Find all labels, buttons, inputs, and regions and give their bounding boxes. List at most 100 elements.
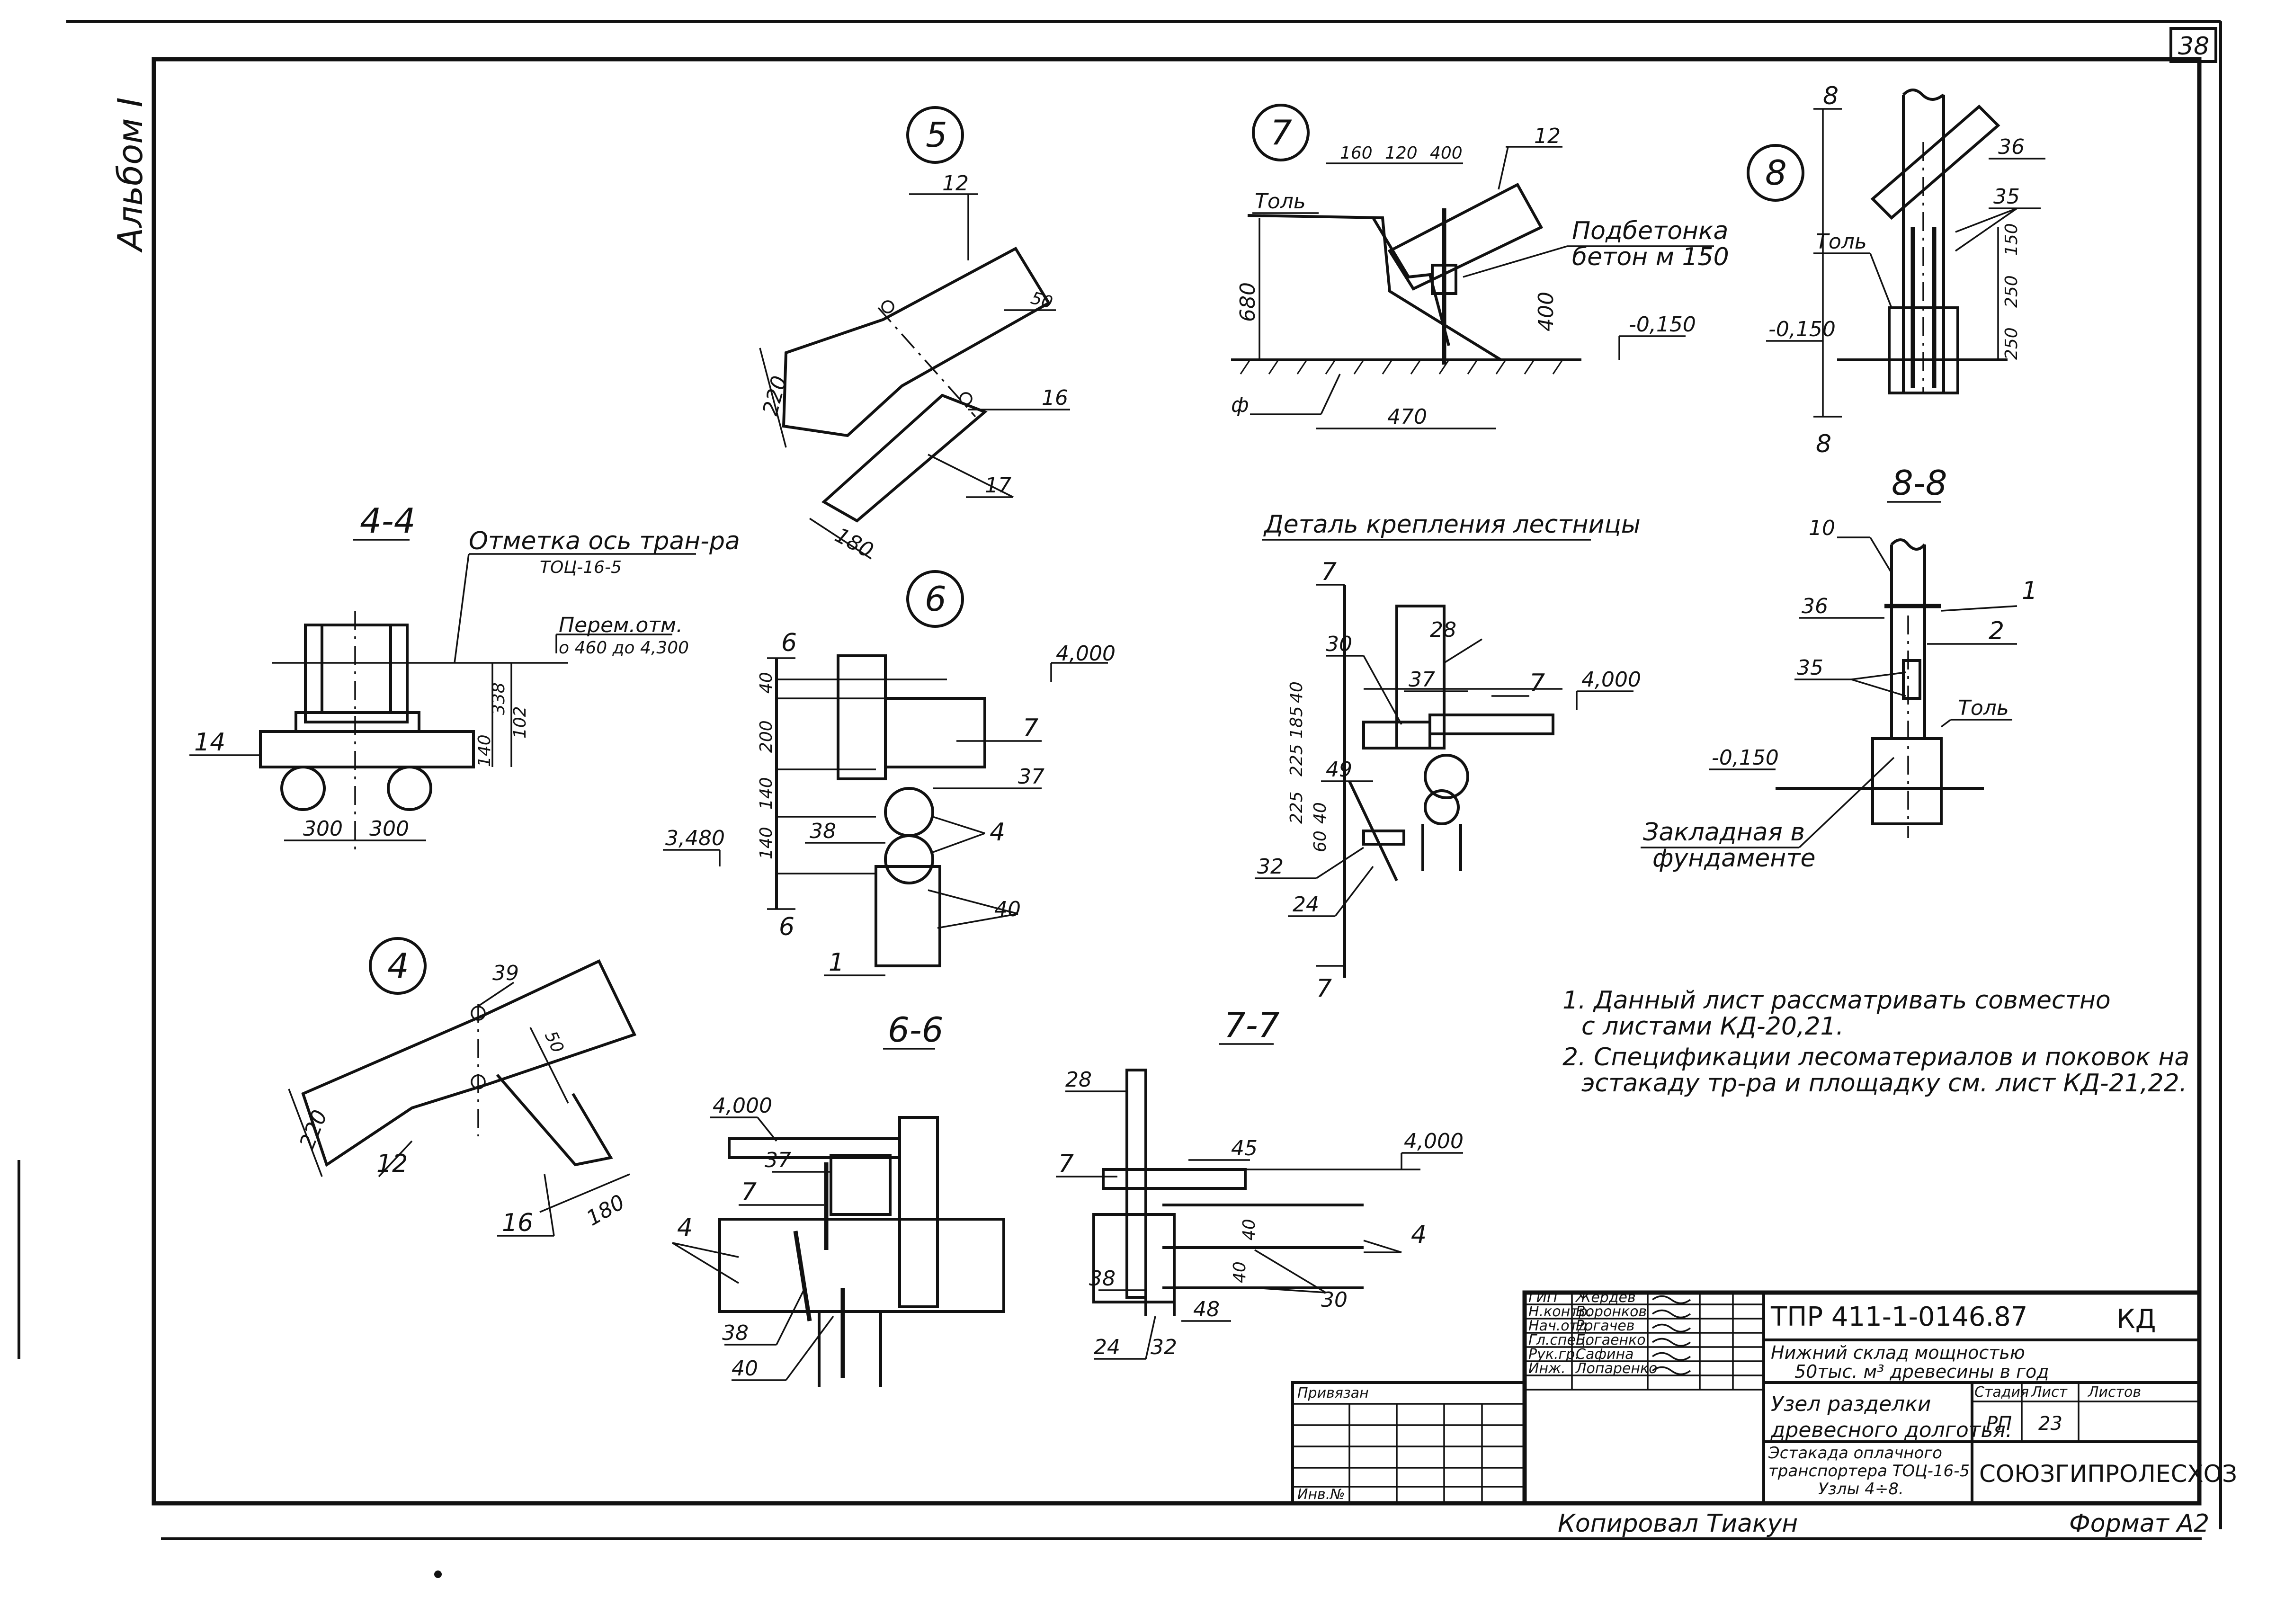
titleblock-sheet-line2: древесного долготья. xyxy=(1770,1418,2012,1442)
node-5-detail: 5 12 16 17 220 50 180 xyxy=(758,106,1070,563)
node-4-label-12: 12 xyxy=(376,1150,408,1178)
section-7-7-dim-40a: 40 xyxy=(1240,1219,1259,1240)
node-7-dim-400a: 400 xyxy=(1430,143,1463,163)
stair-label-24: 24 xyxy=(1293,892,1319,917)
node-6-cut-top: 6 xyxy=(781,629,797,657)
node-7-label-12: 12 xyxy=(1534,124,1561,148)
section-8-8-title: 8-8 xyxy=(1892,463,1947,503)
node-5-dim-50: 50 xyxy=(1029,288,1055,312)
node-5-dim-220: 220 xyxy=(758,374,792,418)
node-7-detail: 7 160 120 400 12 Толь Подбетонка бетон м… xyxy=(1231,104,1729,429)
node-8-label-tol: Толь xyxy=(1816,230,1867,254)
titleblock-role-5: Рук.гр. xyxy=(1528,1346,1580,1363)
titleblock-signatures xyxy=(1651,1295,1691,1375)
stair-dim-225a: 225 xyxy=(1287,744,1306,776)
titleblock-role-4: Гл.спец. xyxy=(1528,1332,1590,1348)
general-notes: 1. Данный лист рассматривать совместно с… xyxy=(1562,986,2189,1098)
stair-label-37: 37 xyxy=(1409,668,1435,692)
node-4-label-16: 16 xyxy=(502,1209,533,1237)
node-5-label-17: 17 xyxy=(985,473,1011,498)
node-8-dim-250b: 250 xyxy=(2002,327,2021,360)
titleblock-inv: Инв.№ xyxy=(1297,1486,1345,1503)
section-8-8-label-1: 1 xyxy=(2022,577,2037,605)
titleblock-role-2: Н.контр. xyxy=(1528,1303,1592,1320)
node-7-dim-680: 680 xyxy=(1236,282,1260,322)
page-number-box: 38 xyxy=(2169,27,2217,63)
titleblock-role-6: Инж. xyxy=(1528,1360,1566,1377)
section-8-8-label-zakladnaya: Закладная в xyxy=(1643,818,1805,847)
node-7-label-podbetonka: Подбетонка xyxy=(1572,217,1728,245)
section-8-8-label-10: 10 xyxy=(1809,516,1835,540)
album-label: Альбом I xyxy=(110,97,150,253)
node-7-label-beton: бетон м 150 xyxy=(1572,243,1729,271)
titleblock-object-line1: Нижний склад мощностью xyxy=(1771,1342,2025,1363)
titleblock-sheet-no: 23 xyxy=(2038,1413,2062,1435)
stair-dim-40a: 40 xyxy=(1287,681,1306,703)
page-number: 38 xyxy=(2178,32,2209,61)
node-6-dim-140a: 140 xyxy=(757,777,776,810)
section-6-6-label-40: 40 xyxy=(732,1356,758,1381)
section-7-7-label-45: 45 xyxy=(1231,1136,1258,1160)
section-7-7-label-38: 38 xyxy=(1089,1267,1116,1291)
titleblock-role-3: Нач.отд. xyxy=(1528,1318,1592,1334)
section-4-4-dim-300a: 300 xyxy=(303,817,343,841)
node-5-number: 5 xyxy=(926,115,947,155)
titleblock-name-1: Жердев xyxy=(1575,1289,1636,1306)
stair-cut-bottom: 7 xyxy=(1316,974,1332,1003)
section-7-7-label-7: 7 xyxy=(1058,1150,1074,1178)
titleblock-name-4: Богаенко xyxy=(1576,1332,1646,1348)
node-5-label-12: 12 xyxy=(942,171,969,196)
node-6-marker xyxy=(906,570,964,628)
section-4-4-dim-300b: 300 xyxy=(369,817,409,841)
section-4-4-title: 4-4 xyxy=(360,501,416,541)
node-8-dim-250a: 250 xyxy=(2002,275,2021,308)
node-8-dim-150: 150 xyxy=(2002,223,2021,256)
node-8-cut-bottom: 8 xyxy=(1816,430,1831,458)
section-4-4-note2-line2: о 460 до 4,300 xyxy=(559,638,689,658)
node-4-dim-220: 220 xyxy=(295,1106,332,1152)
node-6-label-37: 37 xyxy=(1018,765,1044,789)
section-7-7-dim-40b: 40 xyxy=(1230,1261,1250,1283)
note-2-line2: эстакаду тр-ра и площадку см. лист КД-21… xyxy=(1581,1069,2187,1098)
node-7-number: 7 xyxy=(1270,113,1292,152)
node-8-label-35: 35 xyxy=(1993,185,2020,209)
node-5-marker xyxy=(906,106,964,164)
titleblock-code: ТПР 411-1-0146.87 xyxy=(1770,1302,2027,1332)
node-8-cut-top: 8 xyxy=(1823,82,1839,110)
section-7-7-label-4: 4 xyxy=(1411,1221,1427,1249)
node-4-dim-180: 180 xyxy=(582,1190,629,1231)
stair-dim-225b: 225 xyxy=(1287,791,1306,824)
section-8-8-label-fundament: фундаменте xyxy=(1652,844,1816,873)
note-1-line2: с листами КД-20,21. xyxy=(1581,1012,1844,1041)
titleblock-drawing-line3: Узлы 4÷8. xyxy=(1818,1480,1904,1499)
section-6-6-title: 6-6 xyxy=(888,1010,944,1050)
node-6-label-4: 4 xyxy=(990,818,1005,847)
node-8-number: 8 xyxy=(1765,153,1787,193)
node-8-marker xyxy=(1747,144,1804,202)
titleblock-sheets-header: Листов xyxy=(2088,1384,2141,1401)
titleblock-name-2: Воронков xyxy=(1576,1303,1647,1320)
stair-cut-top: 7 xyxy=(1321,558,1337,586)
node-8-detail: 8 8 8 36 35 Толь 150 250 250 -0,150 xyxy=(1747,82,2045,458)
node-6-label-1: 1 xyxy=(829,948,844,977)
node-6-number: 6 xyxy=(925,579,946,619)
node-6-label-7: 7 xyxy=(1023,714,1038,742)
section-7-7-label-32: 32 xyxy=(1151,1335,1177,1359)
titleblock-object-line2: 50тыс. м³ древесины в год xyxy=(1794,1361,2049,1382)
stair-dim-40b: 40 xyxy=(1311,802,1330,824)
node-8-label-36: 36 xyxy=(1998,135,2025,159)
section-6-6-label-38: 38 xyxy=(722,1321,749,1345)
section-8-8-label-2: 2 xyxy=(1989,617,2004,645)
node-4-detail: 4 39 220 50 12 16 180 xyxy=(288,937,637,1237)
node-7-marker xyxy=(1252,104,1310,161)
section-7-7-label-48: 48 xyxy=(1193,1297,1220,1321)
node-7-dim-400b: 400 xyxy=(1534,292,1558,331)
titleblock-stage: РП xyxy=(1986,1413,2012,1435)
node-7-dim-470: 470 xyxy=(1387,405,1427,429)
titleblock-drawing-line2: транспортера ТОЦ-16-5. xyxy=(1768,1462,1975,1481)
note-1-line1: 1. Данный лист рассматривать совместно xyxy=(1562,986,2111,1015)
node-6-dim-140b: 140 xyxy=(757,827,776,859)
titleblock-name-5: Сафина xyxy=(1576,1346,1633,1363)
node-7-label-f: ф xyxy=(1231,393,1249,417)
section-6-6-label-7: 7 xyxy=(741,1178,757,1206)
